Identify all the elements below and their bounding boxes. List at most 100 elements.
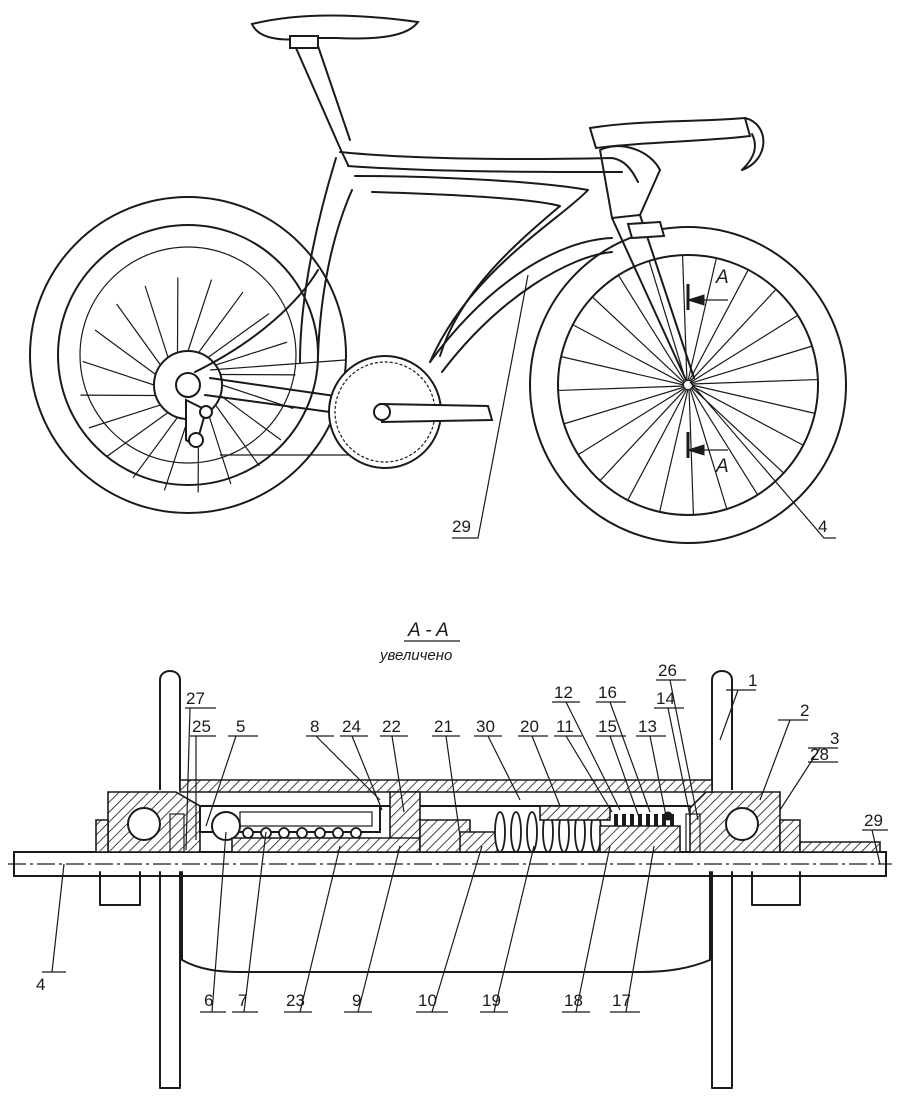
spoke <box>198 291 244 354</box>
spoke <box>558 385 685 392</box>
hub-label-4: 4 <box>36 975 45 994</box>
spoke <box>591 296 685 384</box>
spoke <box>627 388 688 501</box>
clutch-tooth <box>630 814 634 826</box>
spoke <box>82 360 155 386</box>
hub-label-16: 16 <box>598 683 617 702</box>
spoke <box>572 324 685 385</box>
hub-label-1: 1 <box>748 671 757 690</box>
clutch-tooth <box>622 814 626 826</box>
spoke <box>617 274 686 383</box>
spoke <box>687 257 717 382</box>
hub-label-7: 7 <box>238 991 247 1010</box>
hub-label-12: 12 <box>554 683 573 702</box>
spoke <box>219 395 282 441</box>
bike-leaders: 29 4 <box>452 274 836 539</box>
spoke <box>688 269 749 382</box>
hub-label-26: 26 <box>658 661 677 680</box>
spring-coil <box>314 827 326 839</box>
hub-label-9: 9 <box>352 991 361 1010</box>
bike-label-29: 29 <box>452 517 471 536</box>
clutch-tooth <box>614 814 618 826</box>
spoke <box>116 303 161 366</box>
hub-label-28: 28 <box>810 745 829 764</box>
hub-label-5: 5 <box>236 717 245 736</box>
hub-label-30: 30 <box>476 717 495 736</box>
hub-label-23: 23 <box>286 991 305 1010</box>
hub-label-17: 17 <box>612 991 631 1010</box>
clutch-tooth <box>670 814 674 826</box>
spoke <box>648 260 687 382</box>
spring-coil <box>296 827 308 839</box>
hub-label-20: 20 <box>520 717 539 736</box>
hub-label-27: 27 <box>186 689 205 708</box>
section-title-text: A - A <box>407 620 449 641</box>
spoke <box>563 386 685 425</box>
hub-label-6: 6 <box>204 991 213 1010</box>
spring-coil <box>494 811 506 853</box>
hub-label-25: 25 <box>192 717 211 736</box>
spring-coil <box>242 827 254 839</box>
clutch-tooth <box>646 814 650 826</box>
spoke <box>689 388 728 510</box>
spoke <box>599 388 687 482</box>
section-subtitle: увеличено <box>379 647 452 664</box>
hub-cross-section: 27 25 5 8 24 22 21 30 20 11 12 16 15 13 … <box>8 661 892 1089</box>
spoke <box>691 378 818 385</box>
rear-wheel <box>29 196 347 514</box>
spoke <box>691 385 804 446</box>
cut-mark-top-label: A <box>715 267 729 288</box>
spring-coil <box>332 827 344 839</box>
hub-labels: 27 25 5 8 24 22 21 30 20 11 12 16 15 13 … <box>36 661 883 1010</box>
spoke <box>690 387 759 496</box>
spoke <box>144 285 169 358</box>
bicycle-frame <box>194 14 765 413</box>
spoke <box>215 341 288 366</box>
spoke <box>691 345 813 384</box>
front-wheel <box>529 226 847 544</box>
spoke <box>659 388 689 513</box>
clutch-tooth <box>654 814 658 826</box>
hub-label-15: 15 <box>598 717 617 736</box>
hub-label-22: 22 <box>382 717 401 736</box>
hub-label-13: 13 <box>638 717 657 736</box>
spoke <box>207 412 232 485</box>
hub-label-10: 10 <box>418 991 437 1010</box>
spoke <box>106 412 169 457</box>
drivetrain <box>185 355 494 469</box>
spring-coil <box>526 811 538 853</box>
spoke <box>88 404 161 429</box>
hub-label-29: 29 <box>864 811 883 830</box>
spoke <box>688 388 695 515</box>
hub-label-8: 8 <box>310 717 319 736</box>
spoke <box>187 279 213 352</box>
spoke <box>690 314 799 383</box>
spoke <box>681 255 688 382</box>
hub-label-2: 2 <box>800 701 809 720</box>
spoke <box>94 329 157 375</box>
spoke <box>207 313 270 358</box>
cut-mark-bottom-label: A <box>715 456 729 477</box>
hub-label-14: 14 <box>656 689 675 708</box>
hub-label-11: 11 <box>556 717 574 736</box>
hub-leaders <box>42 679 888 1013</box>
spring-coil <box>350 827 362 839</box>
spring-coil <box>278 827 290 839</box>
section-cut-marks: A A <box>686 267 729 477</box>
section-title: A - A увеличено <box>379 620 460 664</box>
spoke <box>560 356 685 386</box>
spoke <box>215 404 260 467</box>
hub-label-3: 3 <box>830 729 839 748</box>
clutch-tooth <box>662 814 666 826</box>
hub-label-21: 21 <box>434 717 453 736</box>
hub-label-18: 18 <box>564 991 583 1010</box>
spoke <box>163 418 189 491</box>
spoke <box>132 416 178 479</box>
bike-label-4: 4 <box>818 517 827 536</box>
hub-label-24: 24 <box>342 717 361 736</box>
spoke <box>691 384 816 414</box>
hub-label-19: 19 <box>482 991 501 1010</box>
spoke <box>577 387 686 456</box>
bicycle-side-view: A A 29 4 <box>29 14 847 544</box>
